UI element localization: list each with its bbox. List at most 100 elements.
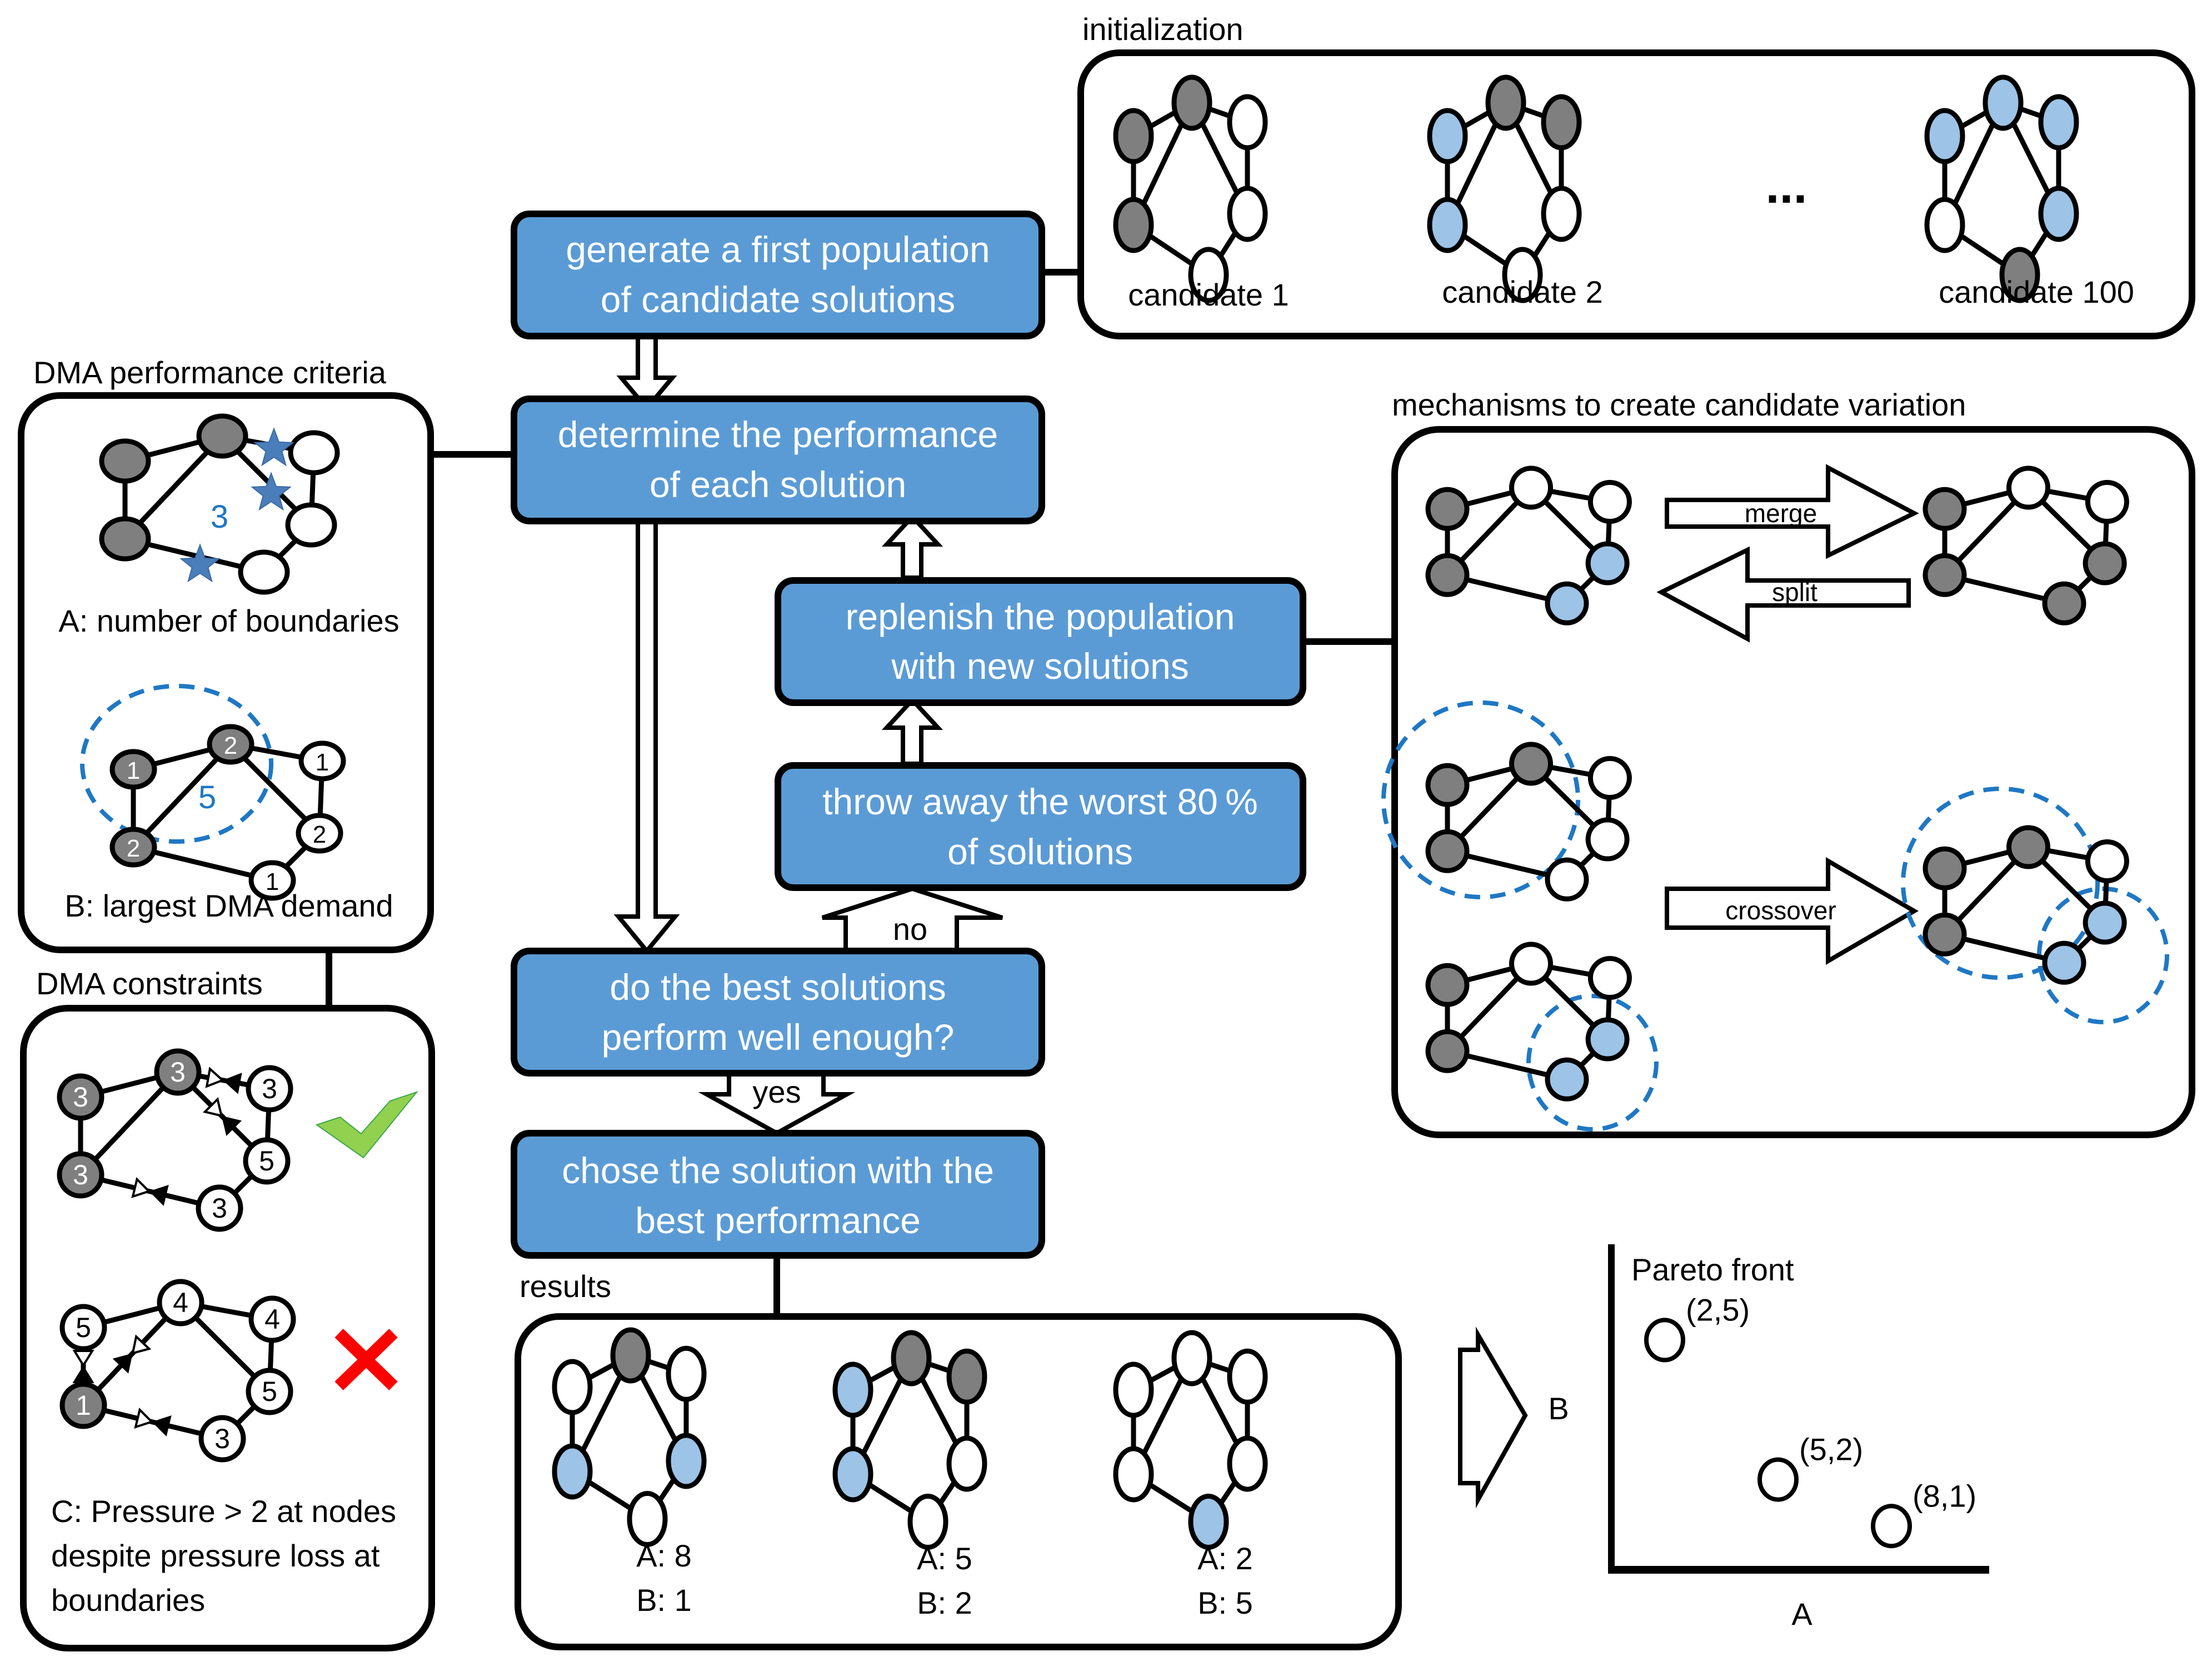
result-3-a: A: 2 — [1197, 1541, 1253, 1576]
candidate-graph-1 — [1113, 74, 1268, 303]
network-node-blue — [1545, 581, 1589, 625]
boundary-star-icon — [251, 472, 292, 511]
network-node-blue — [832, 1446, 873, 1503]
criteria-panel: DMA performance criteria 3 A: number of … — [18, 355, 434, 953]
network-node-gray — [57, 1073, 104, 1121]
network-node-white — [1545, 857, 1589, 902]
node-value: 2 — [313, 821, 326, 848]
result-graph-1 — [552, 1327, 707, 1547]
network-node-gray — [1485, 74, 1526, 131]
result-2-b: B: 2 — [917, 1585, 972, 1620]
pareto-y-label: B — [1548, 1391, 1569, 1426]
child-graph — [1923, 825, 2129, 985]
flow-valve-icon — [131, 1177, 151, 1199]
boundary-star-icon — [179, 543, 221, 583]
network-node-white — [1227, 186, 1268, 242]
network-node-gray — [1923, 846, 1967, 890]
step-generate-line-1: generate a first population — [566, 229, 990, 270]
initialization-title: initialization — [1082, 12, 1244, 47]
network-node-blue — [1585, 541, 1630, 585]
flow-valve-icon — [205, 1067, 225, 1088]
step-throw-line-1: throw away the worst 80 % — [822, 781, 1258, 822]
network-node-gray — [946, 1348, 987, 1405]
network-node-blue — [1427, 108, 1468, 164]
results-title: results — [520, 1269, 611, 1304]
network-node-white — [1113, 1361, 1154, 1418]
network-node-white — [907, 1494, 948, 1550]
result-graph-2 — [832, 1330, 987, 1550]
node-value: 3 — [73, 1082, 88, 1113]
flow-arrows: no yes — [613, 334, 1003, 1136]
step-determine[interactable]: determine the performance of each soluti… — [511, 396, 1045, 524]
step-check-performance[interactable]: do the best solutions perform well enoug… — [511, 948, 1045, 1077]
node-value: 1 — [127, 757, 140, 784]
flow-valve-icon — [152, 1415, 172, 1437]
network-node-white — [1587, 480, 1632, 524]
flow-valve-icon — [149, 1184, 169, 1207]
network-node-white — [1587, 756, 1632, 800]
network-node-white — [552, 1359, 593, 1415]
network-node-gray — [1509, 742, 1553, 786]
network-node-white — [248, 860, 296, 901]
network-node-white — [248, 1295, 296, 1343]
criteria-a-caption: A: number of boundaries — [58, 603, 399, 638]
step-choose-line-2: best performance — [635, 1200, 921, 1241]
network-node-blue — [552, 1443, 593, 1500]
network-node-white — [1227, 94, 1268, 151]
pareto-x-label: A — [1791, 1596, 1812, 1631]
network-node-white — [1541, 186, 1582, 242]
pareto-point-1 — [1644, 1318, 1685, 1363]
ellipsis-indicator: ... — [1765, 158, 1807, 214]
result-graph-3 — [1113, 1330, 1268, 1550]
network-node-white — [59, 1304, 107, 1351]
network-node-blue — [1585, 1017, 1630, 1062]
constraints-caption-line-1: C: Pressure > 2 at nodes — [51, 1494, 396, 1529]
criteria-b-caption: B: largest DMA demand — [64, 888, 393, 923]
merged-state-graph — [1923, 465, 2129, 625]
network-node-gray — [891, 1330, 932, 1386]
pareto-point-label-2: (5,2) — [1799, 1432, 1863, 1467]
pareto-point-3 — [1871, 1504, 1912, 1549]
network-node-white — [1171, 1330, 1212, 1386]
network-node-gray — [2006, 825, 2050, 869]
parent-1-ring — [1381, 700, 1580, 899]
merge-arrow — [1665, 464, 1919, 559]
pipe-edge — [131, 742, 233, 849]
network-node-white — [1585, 817, 1630, 862]
crossover-label: crossover — [1725, 896, 1836, 925]
candidate-label-1: candidate 1 — [1128, 277, 1289, 312]
network-node-gray — [1425, 963, 1470, 1007]
network-node-white — [1188, 247, 1229, 303]
flow-valve-icon — [221, 1115, 242, 1137]
network-node-gray — [207, 724, 254, 765]
pareto-point-2 — [1757, 1457, 1799, 1502]
dma-demand-total: 5 — [198, 779, 216, 815]
network-node-white — [285, 502, 337, 548]
network-node-gray — [99, 438, 151, 484]
step-generate[interactable]: generate a first population of candidate… — [511, 211, 1045, 339]
network-node-gray — [2042, 581, 2086, 625]
network-node-white — [198, 1415, 246, 1463]
step-check-line-1: do the best solutions — [610, 967, 946, 1008]
criteria-title: DMA performance criteria — [33, 355, 387, 390]
step-throw-away[interactable]: throw away the worst 80 % of solutions — [775, 762, 1306, 891]
results-to-pareto-arrow — [1458, 1326, 1528, 1509]
network-node-gray — [1425, 553, 1470, 597]
network-node-gray — [1923, 553, 1967, 597]
network-node-white — [666, 1345, 707, 1402]
node-value: 3 — [212, 1193, 227, 1224]
network-node-gray — [57, 1151, 104, 1199]
network-node-gray — [1425, 1029, 1470, 1073]
candidate-label-2: candidate 2 — [1442, 274, 1603, 309]
step-replenish[interactable]: replenish the population with new soluti… — [775, 577, 1306, 706]
result-1-a: A: 8 — [636, 1538, 692, 1573]
node-value: 4 — [264, 1304, 280, 1335]
network-node-gray — [109, 827, 157, 868]
network-node-gray — [154, 1048, 202, 1096]
constraints-title: DMA constraints — [36, 966, 263, 1001]
step-choose-best[interactable]: chose the solution with the best perform… — [511, 1130, 1045, 1259]
network-node-blue — [2038, 94, 2079, 151]
network-node-white — [1227, 1435, 1268, 1492]
